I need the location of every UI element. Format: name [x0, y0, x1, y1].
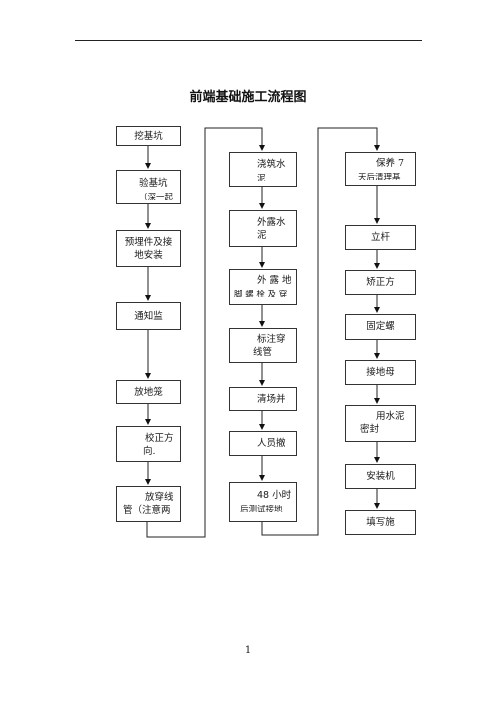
step-box: 固定螺: [345, 314, 416, 340]
step-label: 立杆: [370, 232, 390, 243]
step-box: 矫正方: [345, 270, 416, 295]
step-box: 用水泥 密封: [345, 405, 416, 442]
step-box: 标注穿 线管: [229, 328, 297, 363]
step-label: 外露水: [257, 217, 286, 228]
step-label-line2: （深一起: [139, 193, 174, 200]
step-label: 预埋件及接: [124, 237, 173, 248]
connector-c1-c2: [146, 127, 265, 538]
step-label: 48 小时: [257, 490, 292, 501]
step-label-line2: 管（注意两: [123, 505, 171, 516]
page-number: 1: [244, 645, 252, 656]
step-label: 浇筑水: [257, 159, 286, 170]
step-box: 填写施: [345, 510, 416, 535]
step-label-line2: 泥: [257, 230, 267, 241]
step-label: 接地母: [366, 367, 395, 378]
step-label: 填写施: [366, 517, 395, 528]
step-box: 48 小时 后测试接地: [229, 482, 297, 522]
step-label-line2: 天后清理基: [358, 173, 401, 180]
step-label-line2: 密封: [360, 424, 380, 435]
step-label-line2: 地安装: [134, 250, 163, 261]
step-label: 固定螺: [366, 321, 395, 332]
step-box: 浇筑水 泥: [229, 152, 297, 187]
page-title: 前端基础施工流程图: [189, 90, 307, 105]
step-label: 验基坑: [139, 178, 168, 189]
step-box: 放地笼: [116, 380, 181, 404]
step-label: 放地笼: [134, 387, 163, 398]
step-box: 外 露 地 脚 螺 栓 及 穿: [229, 269, 297, 305]
step-box: 保养 7 天后清理基: [345, 152, 416, 186]
step-label: 外 露 地: [257, 275, 292, 286]
step-label: 用水泥: [376, 411, 405, 422]
step-label: 通知监: [134, 311, 163, 322]
step-label: 清场并: [257, 394, 286, 405]
step-box: 验基坑 （深一起: [116, 170, 181, 204]
step-label: 标注穿: [257, 334, 286, 345]
step-label: 矫正方: [366, 277, 395, 288]
step-label-line2: 向.: [143, 446, 156, 457]
connector-c2-c3: [261, 127, 380, 536]
step-box: 外露水 泥: [229, 210, 297, 247]
step-box: 人员撤: [229, 431, 297, 456]
step-label: 安装机: [366, 471, 395, 482]
step-label-line2: 脚 螺 栓 及 穿: [234, 290, 288, 297]
step-label: 校正方: [145, 433, 174, 444]
step-box: 放穿线 管（注意两: [116, 486, 181, 522]
step-box: 通知监: [116, 302, 181, 330]
step-box: 挖基坑: [116, 126, 181, 146]
step-label-line2: 线管: [253, 347, 273, 358]
step-box: 清场并: [229, 387, 297, 411]
step-box: 预埋件及接 地安装: [116, 230, 181, 267]
step-box: 安装机: [345, 464, 416, 489]
step-label-line2: 后测试接地: [240, 505, 283, 512]
step-box: 立杆: [345, 225, 416, 250]
step-label: 人员撤: [257, 438, 286, 449]
step-label: 放穿线: [145, 492, 174, 503]
step-label: 保养 7: [376, 158, 405, 169]
step-box: 接地母: [345, 360, 416, 385]
step-box: 校正方 向.: [116, 426, 181, 462]
step-label: 挖基坑: [134, 131, 163, 142]
header-rule: [75, 40, 422, 41]
step-label-line2: 泥: [257, 174, 266, 181]
